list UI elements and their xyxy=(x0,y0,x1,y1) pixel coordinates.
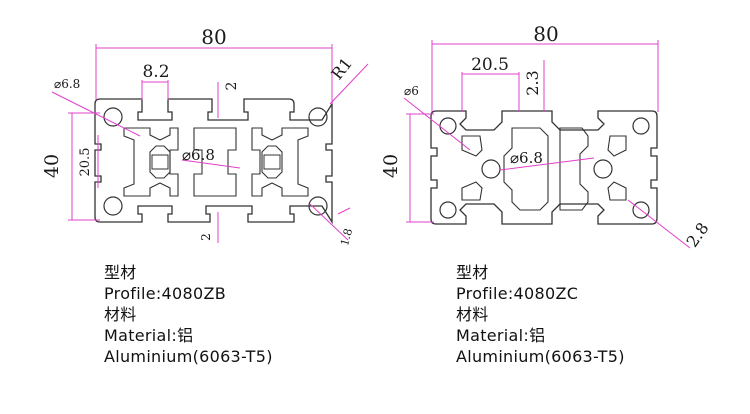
dim-wall-bottom: 2 xyxy=(199,233,213,241)
dim-height-40: 40 xyxy=(380,154,402,178)
spec-profile: Profile:4080ZC xyxy=(456,284,579,303)
dim-hole-dia: ⌀6.8 xyxy=(54,77,80,91)
spec-profile: Profile:4080ZB xyxy=(104,284,226,303)
spec-material: Material:铝 xyxy=(456,326,546,345)
dim-wall-2-3: 2.3 xyxy=(523,70,542,95)
profile-4080zb-core xyxy=(261,145,283,179)
profile-4080zb-core xyxy=(149,145,171,179)
profile-4080zc-dimension-lines xyxy=(403,40,691,249)
spec-material-label: 材料 xyxy=(104,305,137,324)
dim-lip: 1.8 xyxy=(338,227,355,247)
dim-small-hole: ⌀6 xyxy=(404,84,419,98)
profile-4080zb-core-center xyxy=(151,154,169,170)
dim-width-80: 80 xyxy=(533,22,558,46)
spec-material-label: 材料 xyxy=(456,305,489,324)
spec-alloy: Aluminium(6063-T5) xyxy=(104,347,273,366)
profile-4080zb-cavity xyxy=(123,127,179,197)
profile-4080zb-outline xyxy=(94,98,333,225)
dim-slot-8-2: 8.2 xyxy=(142,62,169,82)
profile-4080zc-cavity xyxy=(607,135,627,157)
profile-4080zb-drawing: 80 8.2 40 20.5 ⌀6.8 ⌀6.8 2 2 R1 1.8 xyxy=(41,25,369,247)
dim-wall-top: 2 xyxy=(224,82,240,91)
profile-4080zc-cavity xyxy=(461,181,483,201)
profile-4080zb-spec: 型材 Profile:4080ZB 材料 Material:铝 Aluminiu… xyxy=(104,262,273,367)
dim-inner-width-20-5: 20.5 xyxy=(471,55,509,75)
profile-4080zc-cavity xyxy=(503,127,549,211)
profile-4080zc-hole xyxy=(439,201,457,219)
profile-4080zc-hole xyxy=(632,201,650,219)
profile-4080zc-hole xyxy=(632,117,650,135)
profile-4080zc-spec: 型材 Profile:4080ZC 材料 Material:铝 Aluminiu… xyxy=(456,262,625,367)
profile-4080zb-hole xyxy=(103,107,123,127)
profile-4080zb-hole xyxy=(308,196,328,216)
profile-4080zc-outline xyxy=(430,110,658,225)
profile-4080zc-cavity xyxy=(461,135,483,157)
profile-4080zb-cavity xyxy=(193,127,237,197)
spec-type-label: 型材 xyxy=(104,263,137,282)
spec-material: Material:铝 xyxy=(104,326,194,345)
profile-4080zc-core-hole xyxy=(593,159,613,179)
profile-4080zb-cavity xyxy=(251,127,309,197)
spec-type-label: 型材 xyxy=(456,263,489,282)
profile-4080zc-cavity xyxy=(559,127,589,211)
profile-4080zb-hole xyxy=(103,196,123,216)
dim-width-80: 80 xyxy=(201,25,226,49)
profile-4080zc-cavity xyxy=(607,181,627,201)
dim-center-hole: ⌀6.8 xyxy=(182,146,215,164)
profile-4080zc-hole xyxy=(439,117,457,135)
profile-4080zb-core-center xyxy=(263,154,281,170)
dim-inner-height-20-5: 20.5 xyxy=(78,148,93,177)
spec-alloy: Aluminium(6063-T5) xyxy=(456,347,625,366)
profile-4080zc-drawing: 80 20.5 2.3 40 ⌀6 ⌀6.8 2.8 xyxy=(380,22,713,251)
dim-center-hole: ⌀6.8 xyxy=(510,149,543,167)
dim-height-40: 40 xyxy=(41,154,63,178)
profile-4080zc-core-hole xyxy=(481,159,501,179)
profile-4080zb-dimension-lines xyxy=(51,44,369,243)
profile-4080zb-hole xyxy=(308,107,328,127)
